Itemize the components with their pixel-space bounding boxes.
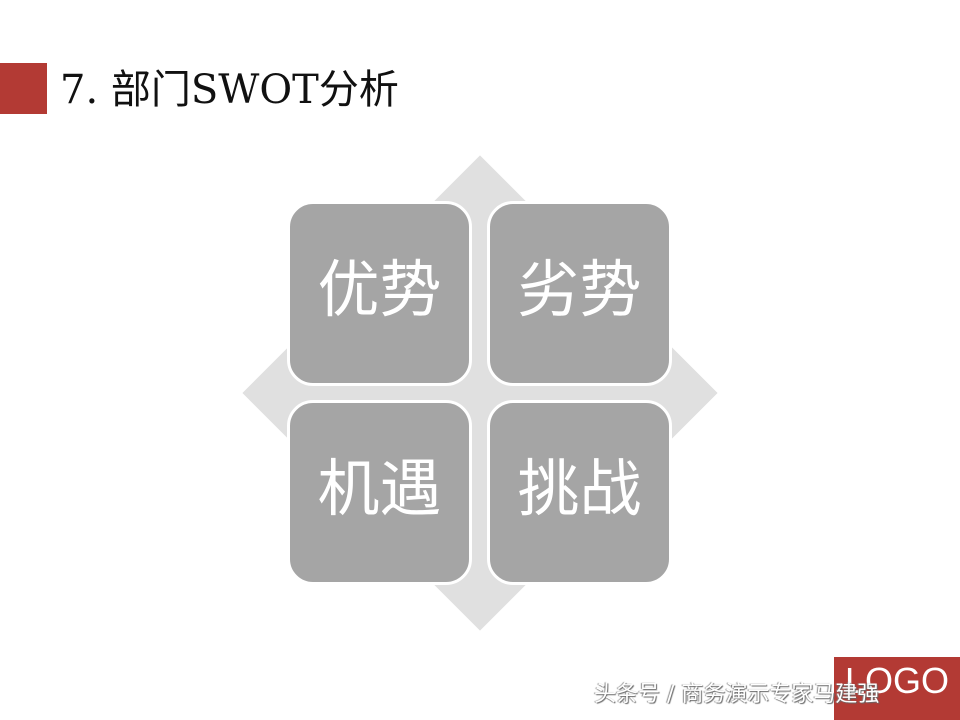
swot-weaknesses-box: 劣势 xyxy=(487,201,672,386)
swot-threats-label: 挑战 xyxy=(517,451,642,525)
swot-opportunities-box: 机遇 xyxy=(287,400,472,585)
swot-opportunities-label: 机遇 xyxy=(317,451,442,525)
swot-strengths-box: 优势 xyxy=(287,201,472,386)
swot-strengths-label: 优势 xyxy=(317,252,442,326)
swot-threats-box: 挑战 xyxy=(487,400,672,585)
page-title: 7. 部门SWOT分析 xyxy=(60,67,399,113)
title-accent-block xyxy=(0,63,47,114)
logo-block: LOGO xyxy=(834,657,960,720)
watermark-text: 头条号 / 商务演示专家马建强 xyxy=(594,682,880,707)
swot-weaknesses-label: 劣势 xyxy=(517,252,642,326)
